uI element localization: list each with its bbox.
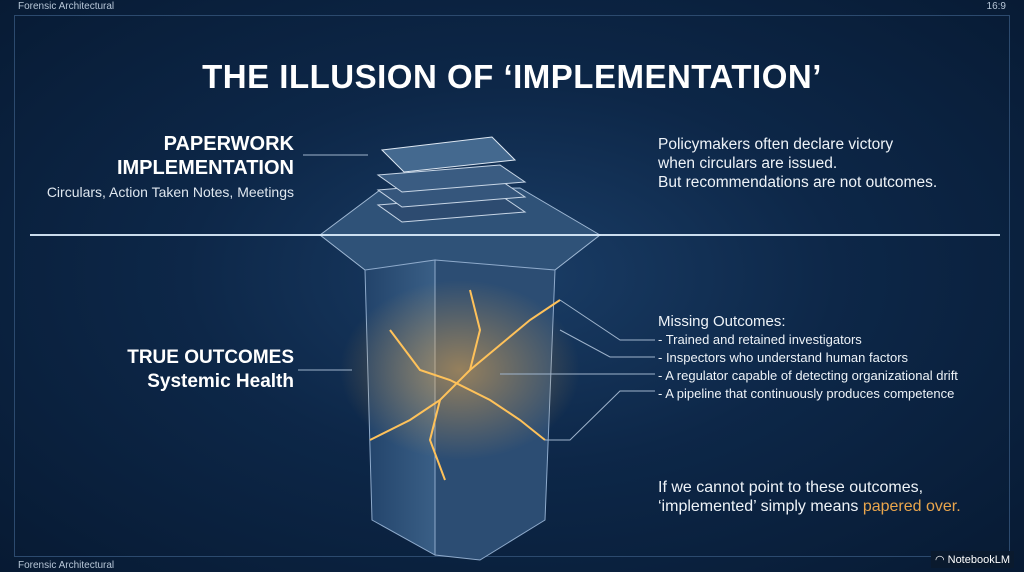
outcomes-heading-1: TRUE OUTCOMES	[127, 347, 294, 368]
list-item: - Inspectors who understand human factor…	[658, 350, 909, 365]
policy-text: Policymakers often declare victory when …	[658, 135, 937, 192]
paperwork-label: PAPERWORK IMPLEMENTATION Circulars, Acti…	[47, 132, 294, 204]
policy-line: But recommendations are not outcomes.	[658, 174, 938, 191]
missing-heading: Missing Outcomes:	[658, 313, 786, 330]
conclusion-line-1: If we cannot point to these outcomes,	[658, 479, 924, 496]
outcomes-heading-2: Systemic Health	[147, 371, 294, 392]
highlight-papered-over: papered over.	[862, 498, 961, 515]
conclusion-line-2: ‘implemented’ simply means	[658, 498, 863, 515]
missing-outcomes: Missing Outcomes: - Trained and retained…	[658, 312, 958, 403]
outcomes-label: TRUE OUTCOMES Systemic Health	[127, 346, 294, 394]
list-item: - A regulator capable of detecting organ…	[658, 368, 958, 383]
leader-lines	[298, 154, 655, 441]
paperwork-heading-1: PAPERWORK	[163, 133, 294, 155]
paperwork-heading-2: IMPLEMENTATION	[116, 157, 294, 179]
footer-left: Forensic Architectural	[18, 560, 115, 571]
brand-label: NotebookLM	[947, 554, 1010, 566]
header-right: 16:9	[986, 1, 1006, 12]
cracks	[369, 289, 561, 481]
paperwork-subtitle: Circulars, Action Taken Notes, Meetings	[46, 184, 294, 200]
notebooklm-badge: ◠ NotebookLM	[930, 551, 1014, 568]
blueprint-frame	[14, 15, 1010, 557]
notebooklm-icon: ◠	[934, 554, 948, 566]
header-left: Forensic Architectural	[18, 1, 115, 12]
policy-line: when circulars are issued.	[658, 155, 838, 172]
list-item: - Trained and retained investigators	[658, 332, 862, 347]
page-title: THE ILLUSION OF ‘IMPLEMENTATION’	[202, 58, 822, 95]
policy-line: Policymakers often declare victory	[658, 136, 894, 153]
list-item: - A pipeline that continuously produces …	[658, 386, 955, 401]
paper-stack	[376, 136, 527, 223]
conclusion: If we cannot point to these outcomes, ‘i…	[658, 478, 961, 516]
